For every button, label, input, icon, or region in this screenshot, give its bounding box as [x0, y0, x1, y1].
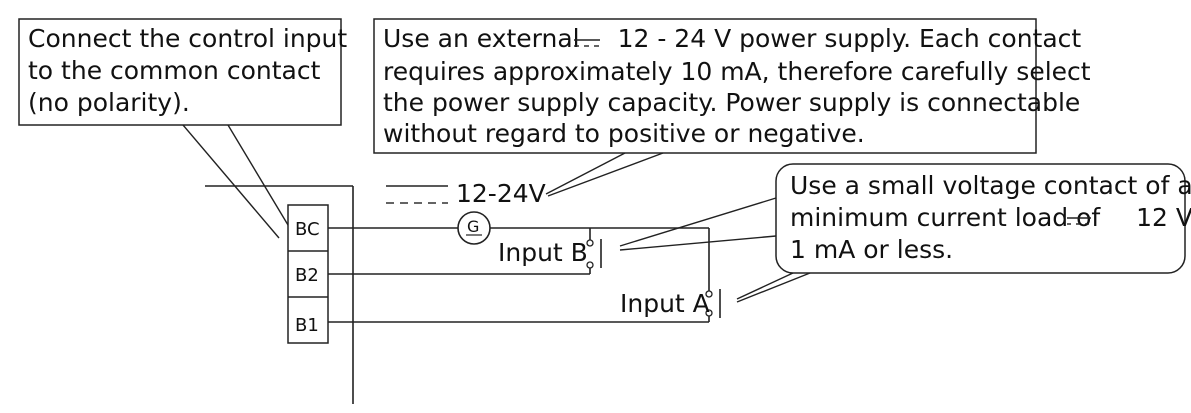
callout-small-voltage-leader-b1	[619, 197, 777, 247]
wiring	[328, 227, 710, 323]
input-a-switch: Input A	[620, 289, 721, 318]
callout-power-supply-leader-b	[547, 152, 664, 197]
terminal-block: BC B2 B1	[287, 204, 329, 344]
callout-control-input-leader-b	[227, 124, 292, 231]
terminal-b2: B2	[295, 265, 319, 286]
callout-control-input-leader-a	[182, 124, 280, 239]
dc-symbol-icon	[1067, 217, 1091, 225]
callout-power-supply: Use an external 12 - 24 V power supply. …	[373, 18, 1091, 197]
generator-label: G	[467, 217, 479, 236]
dc-symbol-icon	[574, 39, 600, 47]
callout-control-input-line-1: Connect the control input	[28, 24, 347, 53]
callout-small-voltage-line-2-start: minimum current load of	[790, 203, 1108, 232]
callout-small-voltage-leader-a1	[736, 272, 794, 300]
supply-voltage-label: 12-24V	[456, 179, 546, 208]
input-a-label: Input A	[620, 289, 710, 318]
terminal-bc: BC	[295, 219, 320, 240]
input-b-switch: Input B	[498, 238, 602, 269]
callout-small-voltage-leader-a2	[736, 272, 811, 303]
callout-power-supply-leader-a	[545, 152, 626, 195]
device-panel-edge	[205, 185, 354, 404]
callout-power-supply-line-2: requires approximately 10 mA, therefore …	[383, 57, 1091, 86]
callout-small-voltage-line-2-end: 12 V,	[1136, 203, 1191, 232]
dc-symbol-icon	[386, 185, 448, 204]
callout-power-supply-line-1: Use an external 12 - 24 V power supply. …	[383, 24, 1081, 53]
callout-control-input-line-2: to the common contact	[28, 56, 321, 85]
input-b-contact-top	[586, 239, 594, 247]
input-b-contact-bottom	[586, 261, 594, 269]
callout-control-input-box	[18, 18, 342, 126]
callout-small-voltage-line-2: minimum current load of 12 V,	[790, 203, 1191, 232]
input-b-label: Input B	[498, 238, 588, 267]
input-a-contact-bottom	[705, 309, 713, 317]
callout-power-supply-line-3: the power supply capacity. Power supply …	[383, 88, 1080, 117]
callout-small-voltage-line-1: Use a small voltage contact of a	[790, 171, 1191, 200]
callout-control-input: Connect the control input to the common …	[18, 18, 347, 239]
generator-circle	[457, 211, 491, 245]
terminal-b1: B1	[295, 315, 319, 336]
callout-power-supply-line-4: without regard to positive or negative.	[383, 119, 865, 148]
callout-small-voltage-leader-b2	[619, 235, 777, 251]
terminal-block-frame	[287, 204, 329, 344]
input-a-contact-top	[705, 290, 713, 298]
supply-symbol: 12-24V	[386, 179, 546, 208]
callout-power-supply-line-1-start: Use an external	[383, 24, 588, 53]
callout-small-voltage-box	[775, 163, 1186, 274]
callout-small-voltage-line-3: 1 mA or less.	[790, 235, 953, 264]
callout-power-supply-line-1-end: 12 - 24 V power supply. Each contact	[618, 24, 1082, 53]
generator-symbol: G	[457, 211, 491, 245]
callout-small-voltage: Use a small voltage contact of a minimum…	[619, 163, 1191, 303]
callout-control-input-line-3: (no polarity).	[28, 88, 190, 117]
callout-power-supply-box	[373, 18, 1037, 154]
